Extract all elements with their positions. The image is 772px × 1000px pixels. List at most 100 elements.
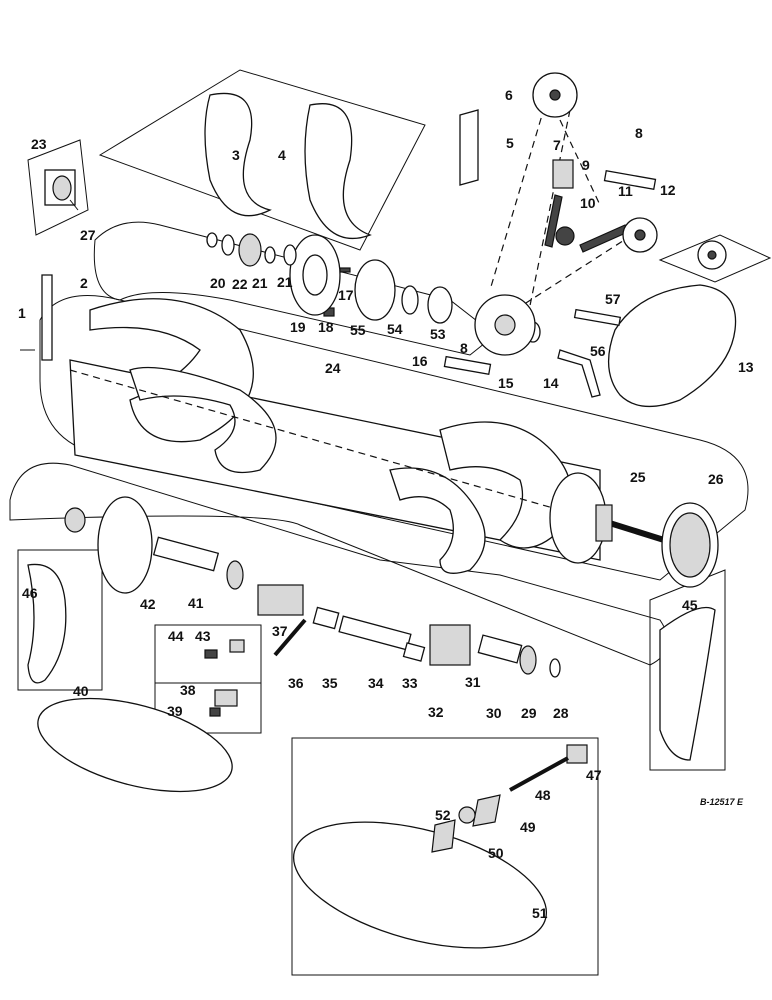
callout-label: 56 <box>590 343 606 359</box>
callout-label: 38 <box>180 682 196 698</box>
box-49-54 <box>291 737 599 976</box>
sprocket-13-panel <box>658 234 772 283</box>
plate-20-hole <box>302 254 328 296</box>
bracket-58 <box>557 349 601 398</box>
callout-label: 37 <box>272 623 288 639</box>
callout-label: 45 <box>682 597 698 613</box>
pin-8-top <box>603 169 657 191</box>
washer-21b <box>283 244 297 266</box>
pin-59 <box>573 308 622 327</box>
main-panel-outline <box>39 295 749 581</box>
callout-label: 12 <box>660 182 676 198</box>
callout-label: 28 <box>553 705 569 721</box>
callout-label: 41 <box>188 595 204 611</box>
plate-51 <box>472 794 501 827</box>
callout-label: 40 <box>73 683 89 699</box>
ball-54 <box>458 806 476 824</box>
callout-label: 31 <box>465 674 481 690</box>
mount-bracket-27 <box>595 504 613 542</box>
callout-label: 51 <box>532 905 548 921</box>
sprocket-12 <box>622 217 658 253</box>
callout-label: 23 <box>31 136 47 152</box>
callout-label: 8 <box>460 340 468 356</box>
tensioner-7 <box>552 159 574 189</box>
auger-flight-left-2 <box>129 366 277 474</box>
callout-label: 20 <box>210 275 226 291</box>
callout-label: 35 <box>322 675 338 691</box>
bearing-flange-left <box>226 560 244 590</box>
sprocket-plate-57 <box>354 259 396 321</box>
callout-label: 21 <box>277 274 293 290</box>
callout-label: 22 <box>232 276 248 292</box>
callout-label: 13 <box>738 359 754 375</box>
chain-guard-14 <box>607 284 737 408</box>
cover-42 <box>37 697 233 793</box>
auger-flight-right-2 <box>389 467 486 574</box>
screw-41 <box>209 707 221 717</box>
shaft-43 <box>152 536 220 572</box>
key-18 <box>339 267 351 273</box>
drawing-code: B-12517 E <box>700 797 744 807</box>
sprocket-13 <box>697 240 727 270</box>
block-49 <box>566 744 588 764</box>
callout-label: 9 <box>582 157 590 173</box>
callout-label: 14 <box>543 375 559 391</box>
ring-22 <box>264 246 276 264</box>
callout-label: 26 <box>708 471 724 487</box>
callout-label: 48 <box>535 787 551 803</box>
callout-label: 33 <box>402 675 418 691</box>
callout-label: 54 <box>387 321 403 337</box>
chain-dashed-path <box>489 94 641 331</box>
auger-flight-left <box>89 298 254 443</box>
lower-panel-outline <box>9 462 669 666</box>
callout-label: 3 <box>232 147 240 163</box>
pin-8-lower <box>443 355 492 376</box>
washer-21a <box>221 234 235 256</box>
shaft-32 <box>477 634 523 664</box>
bushing-35 <box>402 642 426 662</box>
callout-label: 15 <box>498 375 514 391</box>
block-34 <box>429 624 471 666</box>
sprocket-6 <box>532 72 578 118</box>
rod-38 <box>273 618 307 657</box>
auger-centerline <box>69 369 561 511</box>
bearing-23 <box>238 233 262 267</box>
callout-label: 19 <box>290 319 306 335</box>
idler-10 <box>555 226 575 246</box>
shaft-36 <box>338 615 412 651</box>
callout-label: 17 <box>338 287 354 303</box>
callout-label: 43 <box>195 628 211 644</box>
pin-29 <box>69 199 79 211</box>
chain-11 <box>579 224 629 253</box>
callout-label: 50 <box>488 845 504 861</box>
callout-label: 34 <box>368 675 384 691</box>
callout-label: 7 <box>553 137 561 153</box>
rod-50 <box>509 756 569 792</box>
callout-label: 47 <box>586 767 602 783</box>
clamp-40 <box>214 689 238 707</box>
callout-label: 49 <box>520 819 536 835</box>
screw-46 <box>204 649 218 659</box>
middle-panel-outline <box>93 221 496 356</box>
callout-label: 52 <box>435 807 451 823</box>
clip-45 <box>229 639 245 653</box>
bearing-25-panel <box>27 139 89 236</box>
box-40-41 <box>154 682 262 734</box>
callout-label: 29 <box>521 705 537 721</box>
upper-panel-outline <box>98 69 426 251</box>
sprocket-16 <box>474 294 536 356</box>
callout-label: 21 <box>252 275 268 291</box>
callout-label: 39 <box>167 703 183 719</box>
plate-52 <box>431 819 456 853</box>
strap-3 <box>204 92 272 217</box>
bracket-48 <box>27 563 67 684</box>
callout-label: 44 <box>168 628 184 644</box>
bracket-47 <box>659 606 716 761</box>
callout-label: 32 <box>428 704 444 720</box>
hub-55 <box>427 286 453 324</box>
callout-label: 1 <box>18 305 26 321</box>
bearing-25 <box>44 169 76 206</box>
